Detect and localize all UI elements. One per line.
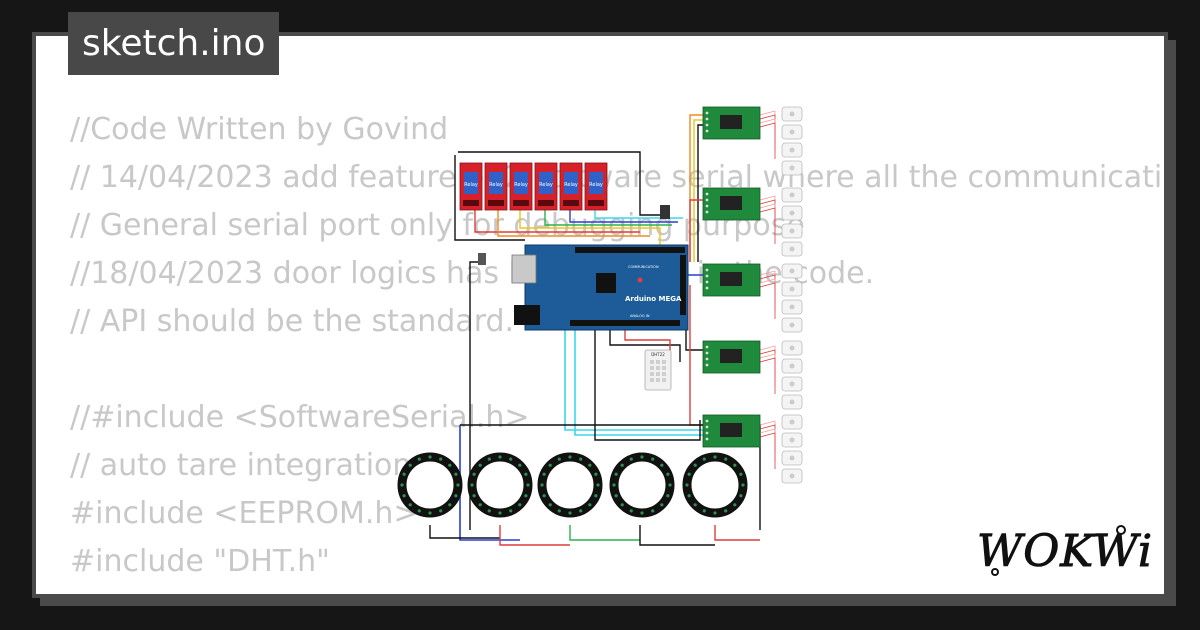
code-line: #include <EEPROM.h>	[70, 496, 419, 531]
code-preview: //Code Written by Govind // 14/04/2023 ad…	[70, 106, 1164, 594]
code-line: // API should be the standard.	[70, 304, 515, 339]
file-name-tab[interactable]: sketch.ino	[68, 12, 280, 75]
code-line: //18/04/2023 door logics has been added …	[70, 256, 875, 291]
wokwi-logo: WOKWi	[977, 525, 1153, 578]
code-line	[70, 346, 1164, 394]
code-line: #include "DHT.h"	[70, 544, 330, 579]
code-line: // General serial port only for debuggin…	[70, 208, 805, 243]
code-line: // auto tare integration	[70, 448, 412, 483]
code-line: // 14/04/2023 add feature of 2 software …	[70, 160, 1163, 195]
logo-dot-icon	[1116, 525, 1126, 535]
preview-card: //Code Written by Govind // 14/04/2023 ad…	[32, 32, 1168, 598]
code-line: //#include <SoftwareSerial.h>	[70, 400, 530, 435]
code-line: //Code Written by Govind	[70, 112, 449, 147]
code-line: #include <Arduino.h> //include the Ardui…	[70, 586, 1164, 594]
logo-text: WOKWi	[977, 526, 1153, 577]
logo-dot-icon	[991, 568, 999, 576]
